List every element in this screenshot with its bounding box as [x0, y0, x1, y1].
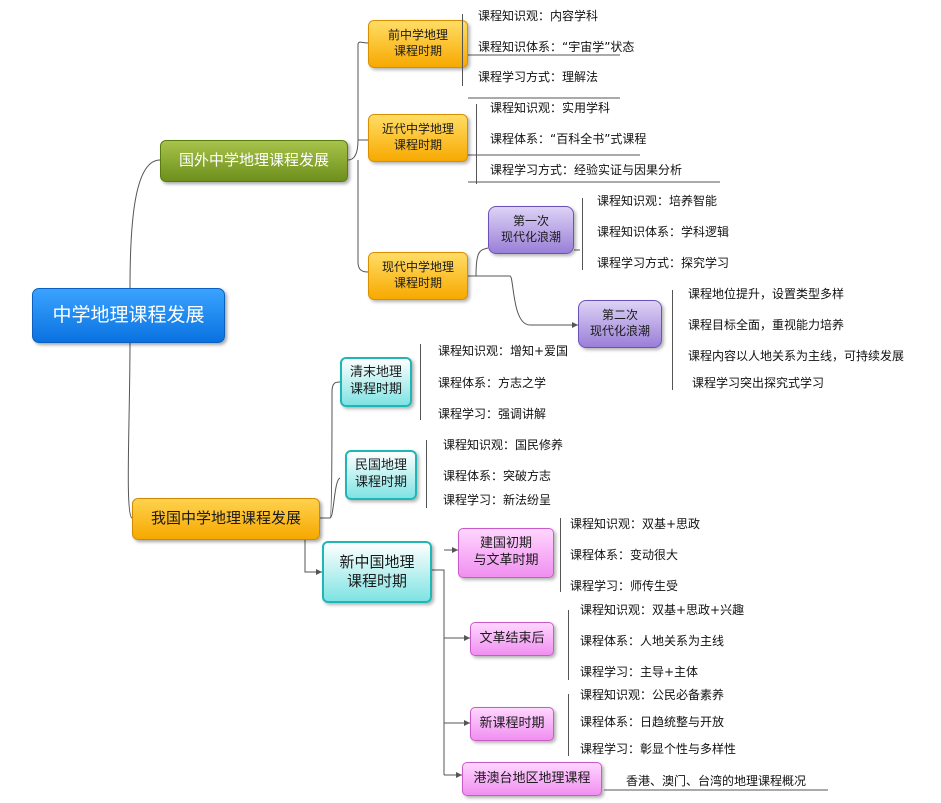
link-foreign-periods	[347, 41, 369, 273]
wave2-item-2: 课程目标全面，重视能力培养	[688, 318, 845, 332]
hk-item-1: 香港、澳门、台湾的地理课程概况	[626, 774, 807, 788]
reform-item-2: 课程体系：日趋统整与开放	[580, 715, 725, 729]
early-prc-item-2: 课程体系：变动很大	[570, 548, 679, 562]
minguo-item-1: 课程知识观：国民修养	[443, 438, 564, 452]
foreign-modern-period[interactable]: 现代中学地理 课程时期	[368, 252, 468, 300]
minguo-period[interactable]: 民国地理 课程时期	[345, 450, 417, 500]
link-modern-waves	[468, 247, 578, 326]
hk-macau-taiwan-curriculum[interactable]: 港澳台地区地理课程	[462, 762, 602, 796]
reform-item-3: 课程学习：彰显个性与多样性	[580, 742, 737, 756]
early-prc-item-3: 课程学习：师传生受	[570, 579, 679, 593]
foreign-modern-early-item-1: 课程知识观：实用学科	[490, 101, 611, 115]
post-cultural-revolution-period[interactable]: 文革结束后	[470, 622, 554, 656]
wave1-item-1: 课程知识观：培养智能	[597, 194, 718, 208]
post-item-3: 课程学习：主导+主体	[580, 665, 699, 679]
foreign-modern-early-period[interactable]: 近代中学地理 课程时期	[368, 114, 468, 162]
foreign-branch[interactable]: 国外中学地理课程发展	[160, 140, 348, 182]
foreign-modern-early-item-3: 课程学习方式：经验实证与因果分析	[490, 163, 683, 177]
wave1-item-2: 课程知识体系：学科逻辑	[597, 225, 730, 239]
qing-item-3: 课程学习：强调讲解	[438, 407, 547, 421]
first-modernization-wave[interactable]: 第一次 现代化浪潮	[488, 206, 574, 254]
qing-item-1: 课程知识观：增知+爱国	[438, 344, 569, 358]
wave2-item-1: 课程地位提升，设置类型多样	[688, 287, 845, 301]
minguo-item-3: 课程学习：新法纷呈	[443, 493, 552, 507]
link-root-foreign	[129, 159, 161, 289]
china-branch[interactable]: 我国中学地理课程发展	[132, 498, 320, 540]
early-prc-period[interactable]: 建国初期 与文革时期	[458, 528, 554, 578]
foreign-pre-item-2: 课程知识体系：“宇宙学”状态	[478, 40, 635, 54]
root-node[interactable]: 中学地理课程发展	[32, 288, 225, 343]
new-china-period[interactable]: 新中国地理 课程时期	[322, 541, 432, 603]
post-item-2: 课程体系：人地关系为主线	[580, 634, 725, 648]
wave1-item-3: 课程学习方式：探究学习	[597, 256, 730, 270]
post-item-1: 课程知识观：双基+思政+兴趣	[580, 603, 745, 617]
reform-item-1: 课程知识观：公民必备素养	[580, 688, 725, 702]
foreign-pre-period[interactable]: 前中学地理 课程时期	[368, 20, 468, 68]
minguo-item-2: 课程体系：突破方志	[443, 469, 552, 483]
foreign-modern-early-item-2: 课程体系：“百科全书”式课程	[490, 132, 647, 146]
wave2-item-4: 课程学习突出探究式学习	[692, 376, 825, 390]
second-modernization-wave[interactable]: 第二次 现代化浪潮	[578, 300, 662, 348]
new-curriculum-period[interactable]: 新课程时期	[470, 707, 554, 741]
link-new-phases	[432, 549, 470, 776]
early-prc-item-1: 课程知识观：双基+思政	[570, 517, 701, 531]
link-root-china	[127, 341, 133, 519]
foreign-pre-item-3: 课程学习方式：理解法	[478, 70, 599, 84]
qing-period[interactable]: 清末地理 课程时期	[340, 357, 412, 407]
foreign-pre-item-1: 课程知识观：内容学科	[478, 9, 599, 23]
wave2-item-3: 课程内容以人地关系为主线，可持续发展	[688, 349, 905, 363]
qing-item-2: 课程体系：方志之学	[438, 376, 547, 390]
